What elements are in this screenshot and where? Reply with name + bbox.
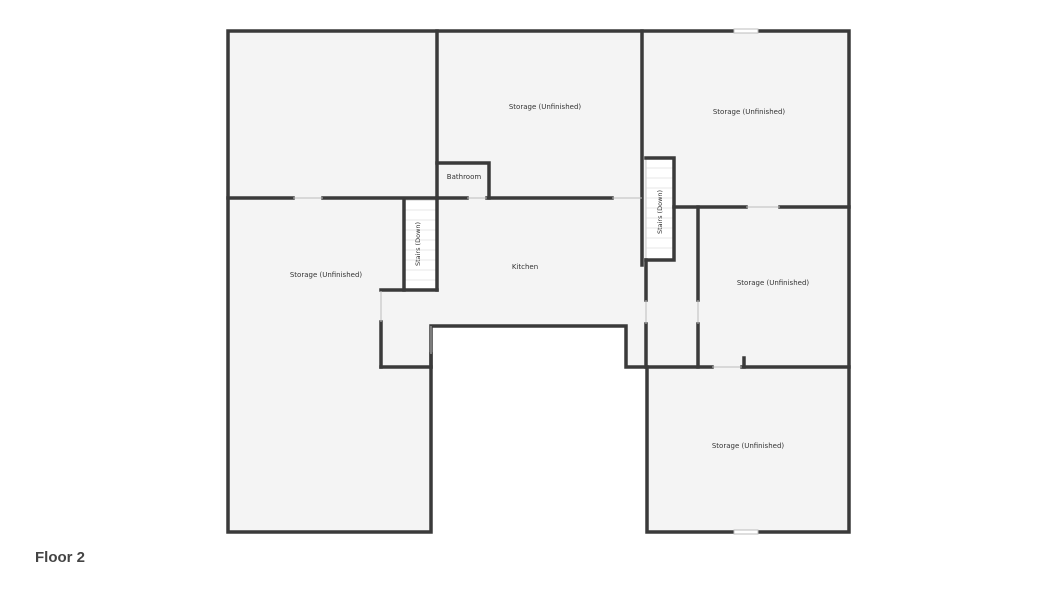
stairs-wall bbox=[644, 156, 676, 262]
room-label-storage-left: Storage (Unfinished) bbox=[290, 271, 363, 279]
room-label-storage-bottom-right: Storage (Unfinished) bbox=[712, 442, 785, 450]
room-label-kitchen: Kitchen bbox=[512, 263, 538, 271]
room-label-storage-top-right: Storage (Unfinished) bbox=[713, 108, 786, 116]
stairs-label-left: Stairs (Down) bbox=[414, 222, 422, 266]
room-label-storage-top-middle: Storage (Unfinished) bbox=[509, 103, 582, 111]
openings bbox=[293, 28, 780, 535]
room-label-storage-mid-right: Storage (Unfinished) bbox=[737, 279, 810, 287]
stairs-label-right: Stairs (Down) bbox=[656, 190, 664, 234]
floor-label: Floor 2 bbox=[35, 549, 86, 566]
exterior-wall bbox=[226, 29, 851, 534]
walls bbox=[226, 29, 851, 534]
bathroom-wall bbox=[435, 161, 491, 200]
room-label-bathroom: Bathroom bbox=[447, 173, 482, 181]
floor-area bbox=[228, 31, 849, 532]
